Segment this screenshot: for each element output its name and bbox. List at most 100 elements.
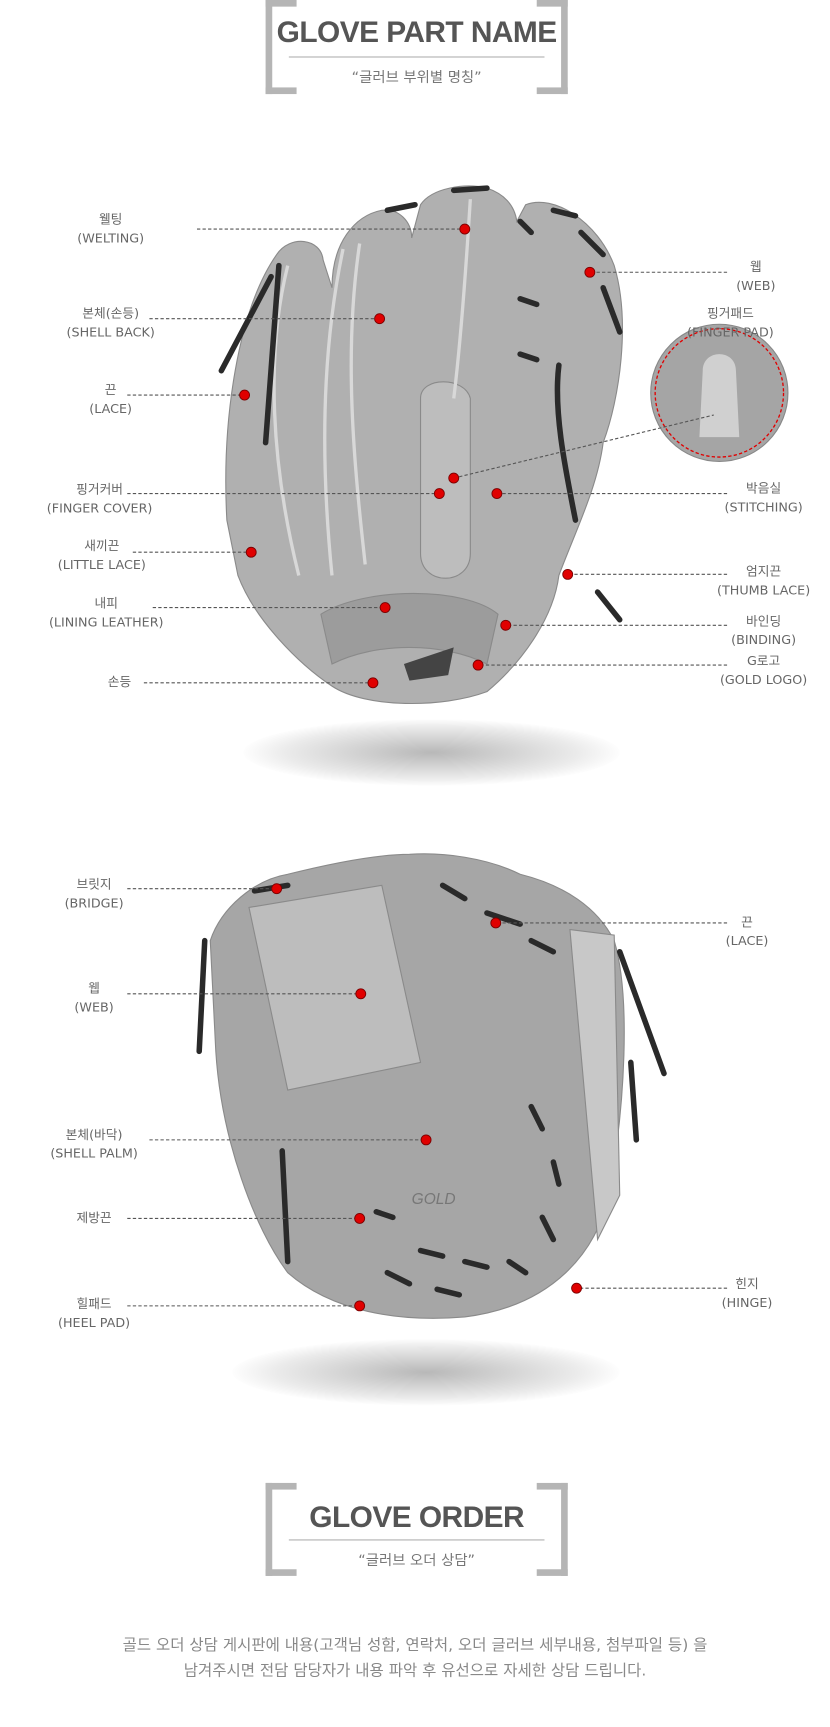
callout-english-name: (FINGER COVER) xyxy=(46,500,153,516)
callout-english-name: (LITTLE LACE) xyxy=(57,556,146,573)
callout-korean-name: 박음실 xyxy=(746,480,782,496)
callout-english-name: (HINGE) xyxy=(721,1294,773,1311)
palm-view-callout-label: 제방끈 xyxy=(76,1208,111,1227)
gold-logo-icon xyxy=(403,647,454,681)
marker-dot xyxy=(562,568,574,580)
back-view-callout-label: 엄지끈 (THUMB LACE) xyxy=(717,562,810,600)
palm-logo: GOLD xyxy=(412,1191,456,1208)
palm-view-callout-label: 힐패드 (HEEL PAD) xyxy=(58,1295,130,1333)
back-view-callout-label: 새끼끈 (LITTLE LACE) xyxy=(58,537,146,575)
back-view-callout-label: 박음실 (STITCHING) xyxy=(725,479,803,517)
section-title: GLOVE PART NAME xyxy=(276,15,558,49)
marker-dot xyxy=(571,1282,582,1294)
callout-english-name: (LACE) xyxy=(725,932,769,949)
back-view-callout-label: 손등 xyxy=(108,673,131,692)
callout-korean-name: 바인딩 xyxy=(746,613,782,629)
section-subtitle: “글러브 부위별 명칭” xyxy=(351,69,482,87)
glove-shadow xyxy=(243,719,620,786)
bracket-right xyxy=(536,0,568,95)
back-view-callout-label: 끈 (LACE) xyxy=(89,381,132,419)
callout-korean-name: 끈 xyxy=(741,914,753,930)
callout-korean-name: 새끼끈 xyxy=(84,537,120,554)
back-view-callout-label: 웹 (WEB) xyxy=(736,258,775,296)
palm-view-callout-label: 본체(바닥) (SHELL PALM) xyxy=(50,1125,137,1163)
callout-korean-name: 끈 xyxy=(104,381,117,398)
part-name-header: GLOVE PART NAME “글러브 부위별 명칭” xyxy=(265,0,568,95)
palm-view-callout-label: 브릿지 (BRIDGE) xyxy=(65,875,124,913)
glove-order-header: GLOVE ORDER “글러브 오더 상담” xyxy=(265,1482,568,1576)
back-view-callout-label: 본체(손등) (SHELL BACK) xyxy=(67,304,155,342)
palm-view-callout-label: 끈 (LACE) xyxy=(726,913,769,951)
marker-dot xyxy=(433,488,445,499)
callout-korean-name: 웹 xyxy=(88,980,100,997)
callout-korean-name: 힌지 xyxy=(735,1275,759,1292)
callout-english-name: (WEB) xyxy=(736,277,776,294)
callout-korean-name: 손등 xyxy=(107,673,132,690)
bracket-right xyxy=(536,1482,568,1576)
callout-english-name: (THUMB LACE) xyxy=(717,582,811,598)
palm-view-callout-label: 웹 (WEB) xyxy=(74,979,113,1017)
marker-dot xyxy=(490,917,502,929)
callout-korean-name: 본체(바닥) xyxy=(65,1126,123,1143)
callout-korean-name: 웰팅 xyxy=(98,211,123,227)
leader-line xyxy=(453,414,714,479)
marker-dot xyxy=(500,619,512,631)
marker-dot xyxy=(374,313,386,325)
section-title: GLOVE ORDER xyxy=(309,1500,525,1534)
callout-korean-name: G로고 xyxy=(746,652,781,669)
callout-english-name: (LINING LEATHER) xyxy=(48,614,164,630)
callout-korean-name: 핑거커버 xyxy=(76,481,124,497)
callout-korean-name: 엄지끈 xyxy=(746,563,782,579)
back-view-callout-label: 핑거커버 (FINGER COVER) xyxy=(47,480,153,518)
marker-dot xyxy=(354,1213,366,1224)
back-view-callout-label: 웰팅 (WELTING) xyxy=(77,210,144,248)
callout-english-name: (GOLD LOGO) xyxy=(719,671,808,688)
callout-english-name: (HEEL PAD) xyxy=(58,1314,131,1331)
callout-korean-name: 브릿지 xyxy=(76,876,112,892)
callout-english-name: (BINDING) xyxy=(731,631,797,648)
section-subtitle: “글러브 오더 상담” xyxy=(358,1552,476,1570)
marker-dot xyxy=(367,677,379,689)
callout-korean-name: 힐패드 xyxy=(76,1295,112,1312)
callout-english-name: (WEB) xyxy=(74,999,114,1015)
marker-dot xyxy=(491,488,503,499)
marker-dot xyxy=(472,659,484,671)
callout-english-name: (FINGER PAD) xyxy=(687,324,774,340)
callout-korean-name: 핑거패드 xyxy=(706,305,754,321)
marker-dot xyxy=(448,472,460,484)
divider xyxy=(288,56,545,58)
glove-shadow xyxy=(232,1339,620,1406)
callout-korean-name: 제방끈 xyxy=(76,1209,112,1226)
bracket-left xyxy=(265,0,297,95)
callout-korean-name: 본체(손등) xyxy=(82,305,140,321)
back-view-callout-label: G로고 (GOLD LOGO) xyxy=(720,652,807,690)
marker-dot xyxy=(354,1300,366,1312)
marker-dot xyxy=(355,988,367,1000)
callout-english-name: (BRIDGE) xyxy=(64,895,124,911)
marker-dot xyxy=(420,1134,432,1146)
marker-dot xyxy=(239,389,250,401)
palm-view-callout-label: 힌지 (HINGE) xyxy=(722,1275,773,1313)
bracket-left xyxy=(265,1482,297,1576)
marker-dot xyxy=(245,546,257,558)
callout-english-name: (LACE) xyxy=(89,400,133,417)
marker-dot xyxy=(379,602,391,613)
callout-korean-name: 내피 xyxy=(94,595,118,611)
back-view-callout-label: 핑거패드 (FINGER PAD) xyxy=(687,304,774,342)
back-view-callout-label: 내피 (LINING LEATHER) xyxy=(49,594,164,632)
order-description-line: 골드 오더 상담 게시판에 내용(고객님 성함, 연락처, 오더 글러브 세부내… xyxy=(122,1636,708,1655)
marker-dot xyxy=(459,223,471,235)
order-description: 골드 오더 상담 게시판에 내용(고객님 성함, 연락처, 오더 글러브 세부내… xyxy=(0,1633,830,1684)
callout-english-name: (STITCHING) xyxy=(724,499,803,515)
order-description-line: 남겨주시면 전담 담당자가 내용 파악 후 유선으로 자세한 상담 드립니다. xyxy=(183,1662,647,1680)
divider xyxy=(288,1539,545,1541)
marker-dot xyxy=(271,883,283,895)
callout-english-name: (SHELL PALM) xyxy=(50,1145,138,1161)
callout-korean-name: 웹 xyxy=(749,258,762,275)
callout-english-name: (SHELL BACK) xyxy=(66,324,155,340)
back-view-callout-label: 바인딩 (BINDING) xyxy=(731,612,796,650)
callout-english-name: (WELTING) xyxy=(77,230,145,246)
